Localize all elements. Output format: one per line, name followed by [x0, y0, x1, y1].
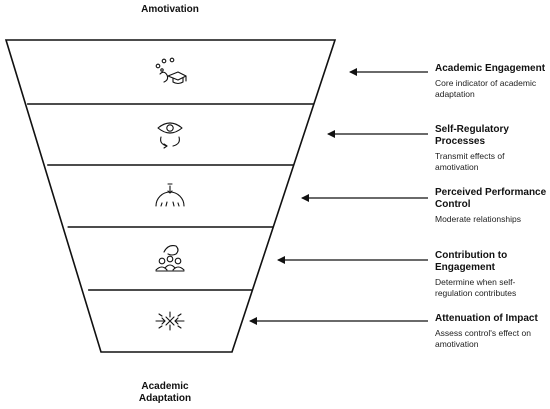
- group-icon: [155, 245, 185, 272]
- level-3-label: Perceived Performance Control Moderate r…: [435, 187, 547, 225]
- level-2-description: Transmit effects of amotivation: [435, 151, 505, 172]
- bottom-label: Academic Adaptation: [138, 381, 192, 404]
- gauge-icon: [155, 183, 185, 207]
- level-1-description: Core indicator of academic adaptation: [435, 78, 537, 99]
- level-4-label: Contribution to Engagement Determine whe…: [435, 250, 547, 298]
- level-2-title: Self-Regulatory Processes: [435, 124, 509, 147]
- level-4-description: Determine when self-regulation contribut…: [435, 277, 517, 298]
- level-2-label: Self-Regulatory Processes Transmit effec…: [435, 124, 547, 172]
- top-label: Amotivation: [141, 4, 199, 15]
- funnel-outline: [4, 39, 337, 353]
- impact-icon: [155, 311, 185, 331]
- level-3-description: Moderate relationships: [435, 214, 521, 224]
- academic-engagement-icon: [155, 57, 187, 85]
- level-1-label: Academic Engagement Core indicator of ac…: [435, 63, 547, 99]
- level-3-title: Perceived Performance Control: [435, 187, 547, 210]
- level-1-title: Academic Engagement: [435, 63, 546, 74]
- level-4-title: Contribution to Engagement: [435, 250, 508, 273]
- level-5-title: Attenuation of Impact: [435, 313, 538, 324]
- eye-cycle-icon: [157, 122, 183, 149]
- level-5-label: Attenuation of Impact Assess control's e…: [435, 313, 547, 349]
- level-5-description: Assess control's effect on amotivation: [435, 328, 531, 349]
